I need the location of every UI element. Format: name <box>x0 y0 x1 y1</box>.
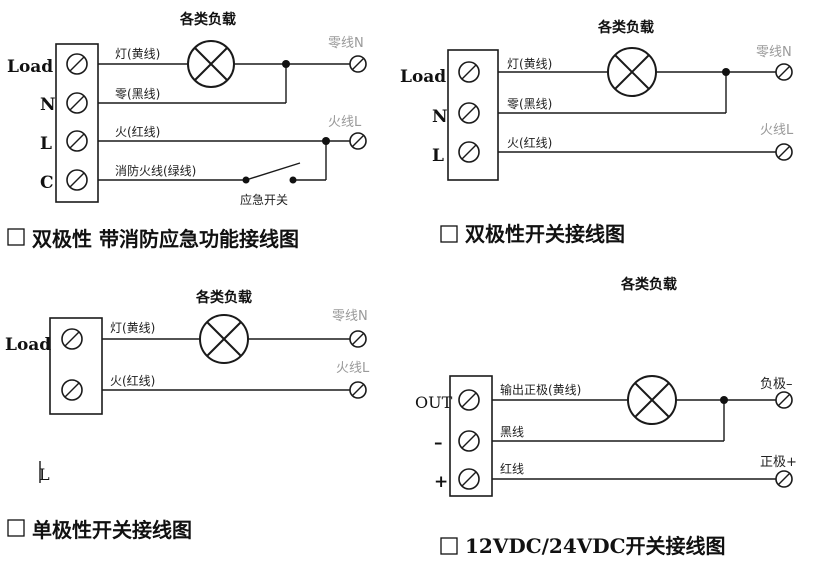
d1-lamp-icon <box>187 40 235 88</box>
d3-terminal-l <box>61 379 83 401</box>
d3-stray-label: L <box>39 465 50 484</box>
d2-lamp-icon <box>607 47 657 97</box>
d1-switch-contact-a <box>242 176 250 184</box>
d1-switch-label: 应急开关 <box>240 192 288 207</box>
d4-junction-neg <box>720 396 728 404</box>
d2-terminal-n <box>458 102 480 124</box>
d1-pin-l: L <box>40 134 52 154</box>
d4-pin-out: OUT <box>415 393 453 412</box>
d1-switch-lever <box>245 162 301 181</box>
d3-load-title: 各类负载 <box>195 289 252 306</box>
d1-label-green: 消防火线(绿线) <box>115 163 196 178</box>
d4-pin-neg: – <box>434 433 443 453</box>
d4-ext-pos-label: 正极+ <box>760 455 797 470</box>
d1-pin-n: N <box>40 95 56 115</box>
diagram-double-pole: 各类负载 Load N L 灯(黄线) 零(黑线) 火(红线) 零线N 火线L … <box>400 19 794 246</box>
d4-caption-checkbox <box>440 537 458 555</box>
d3-ext-n-label: 零线N <box>332 309 368 324</box>
d1-pin-c: C <box>40 173 54 193</box>
diagram-single-pole: 各类负载 Load 灯(黄线) 火(红线) 零线N 火线L L 单极性开关接线图 <box>5 289 370 542</box>
d3-label-red: 火(红线) <box>110 373 155 388</box>
d1-ext-n-label: 零线N <box>328 36 364 51</box>
d2-label-black: 零(黑线) <box>507 97 552 111</box>
d4-ext-terminal-neg <box>775 391 793 409</box>
d4-ext-terminal-pos <box>775 470 793 488</box>
d1-ext-l-label: 火线L <box>328 115 362 130</box>
d3-ext-terminal-n <box>349 330 367 348</box>
d4-lamp-icon <box>627 375 677 425</box>
d1-label-black: 零(黑线) <box>115 87 160 101</box>
d3-ext-l-label: 火线L <box>336 361 370 376</box>
diagram-double-pole-emergency: 各类负载 Load N L C 灯(黄 <box>7 11 367 251</box>
d1-pin-load: Load <box>7 57 53 77</box>
d1-junction-l <box>322 137 330 145</box>
d2-caption: 双极性开关接线图 <box>465 222 625 246</box>
d2-terminal-load <box>458 61 480 83</box>
d4-terminal-out <box>458 389 480 411</box>
d4-terminal-neg <box>458 430 480 452</box>
d1-switch-contact-b <box>289 176 297 184</box>
d2-ext-terminal-n <box>775 63 793 81</box>
d2-label-red: 火(红线) <box>507 135 552 150</box>
diagram-dc-switch: 各类负载 OUT – + 输出正极(黄线) 黑线 红线 负极– 正极+ 12VD… <box>415 276 797 558</box>
d2-ext-l-label: 火线L <box>760 123 794 138</box>
d4-pin-pos: + <box>434 472 448 492</box>
d2-load-title: 各类负载 <box>597 19 654 36</box>
d2-caption-checkbox <box>440 225 458 243</box>
d2-ext-n-label: 零线N <box>756 45 792 60</box>
d2-label-yellow: 灯(黄线) <box>507 57 552 71</box>
d2-terminal-l <box>458 141 480 163</box>
d2-pin-load: Load <box>400 67 446 87</box>
d3-pin-load: Load <box>5 335 51 355</box>
d3-caption-checkbox <box>7 519 25 537</box>
d1-ext-terminal-n <box>349 55 367 73</box>
d3-lamp-icon <box>199 314 249 364</box>
d2-junction-n <box>722 68 730 76</box>
d1-label-red: 火(红线) <box>115 124 160 139</box>
d3-terminal-load <box>61 328 83 350</box>
d2-pin-n: N <box>432 107 448 127</box>
d1-terminal-n <box>66 92 88 114</box>
d1-ext-terminal-l <box>349 132 367 150</box>
d4-terminal-pos <box>458 468 480 490</box>
d4-load-title: 各类负载 <box>620 276 677 293</box>
d2-ext-terminal-l <box>775 143 793 161</box>
d1-load-title: 各类负载 <box>179 11 236 28</box>
d1-label-yellow: 灯(黄线) <box>115 47 160 61</box>
d1-terminal-load <box>66 53 88 75</box>
d3-ext-terminal-l <box>349 381 367 399</box>
d4-caption: 12VDC/24VDC开关接线图 <box>465 534 726 558</box>
d4-label-red: 红线 <box>500 461 524 476</box>
d1-caption-checkbox <box>7 228 25 246</box>
d3-caption: 单极性开关接线图 <box>32 518 192 542</box>
d4-label-yellow: 输出正极(黄线) <box>500 382 581 397</box>
d1-terminal-c <box>66 169 88 191</box>
d3-label-yellow: 灯(黄线) <box>110 321 155 335</box>
d4-ext-neg-label: 负极– <box>760 377 793 392</box>
d1-caption: 双极性 带消防应急功能接线图 <box>32 227 299 251</box>
d1-junction-n <box>282 60 290 68</box>
d2-pin-l: L <box>432 146 444 166</box>
d4-label-black: 黑线 <box>500 425 524 439</box>
d1-terminal-l <box>66 130 88 152</box>
